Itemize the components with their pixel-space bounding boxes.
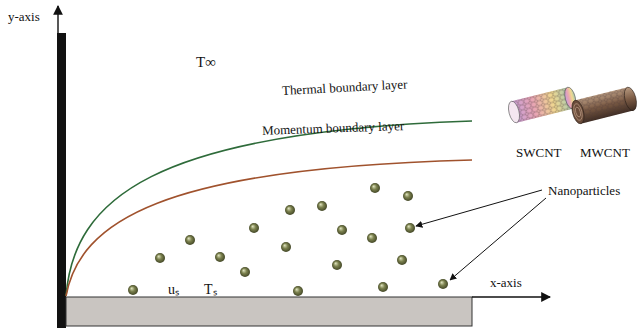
nanoparticle	[378, 282, 388, 292]
nanoparticles	[128, 183, 448, 296]
nanoparticle	[240, 267, 250, 277]
leader-line	[450, 198, 546, 280]
velocity-label: uₛ	[168, 282, 179, 297]
nanoparticle	[249, 223, 259, 233]
nanoparticle	[367, 233, 377, 243]
curve-label: Thermal boundary layer	[282, 77, 408, 98]
tube-label: SWCNT	[516, 146, 562, 160]
nanoparticle	[397, 255, 407, 265]
axis-label: y-axis	[8, 10, 40, 24]
nanoparticle	[438, 279, 448, 289]
axis-label: x-axis	[490, 276, 522, 290]
nanoparticle	[285, 205, 295, 215]
leader-line	[416, 190, 542, 226]
swcnt-tube	[506, 86, 577, 124]
nanoparticle	[293, 286, 303, 296]
nanoparticle	[281, 242, 291, 252]
nanoparticle	[155, 253, 165, 263]
plate	[66, 297, 472, 326]
nanoparticle	[317, 201, 327, 211]
tube-label: MWCNT	[580, 146, 630, 160]
nanoparticle	[370, 183, 380, 193]
callout-label: Nanoparticles	[548, 184, 620, 198]
thermal-curve	[66, 121, 472, 296]
x-axis-arrow	[472, 296, 550, 297]
nanoparticle	[215, 252, 225, 262]
y-axis-arrow	[57, 6, 58, 34]
wall	[57, 33, 66, 328]
mwcnt-tube	[570, 86, 639, 125]
temperature-label: T∞	[196, 54, 216, 71]
momentum-curve	[66, 160, 472, 296]
nanoparticle	[405, 223, 415, 233]
temperature-label: Tₛ	[204, 282, 217, 297]
nanoparticle	[185, 235, 195, 245]
curve-label: Momentum boundary layer	[262, 119, 405, 138]
nanoparticle	[403, 191, 413, 201]
nanoparticle	[337, 225, 347, 235]
nanoparticle	[332, 260, 342, 270]
nanoparticle	[128, 285, 138, 295]
